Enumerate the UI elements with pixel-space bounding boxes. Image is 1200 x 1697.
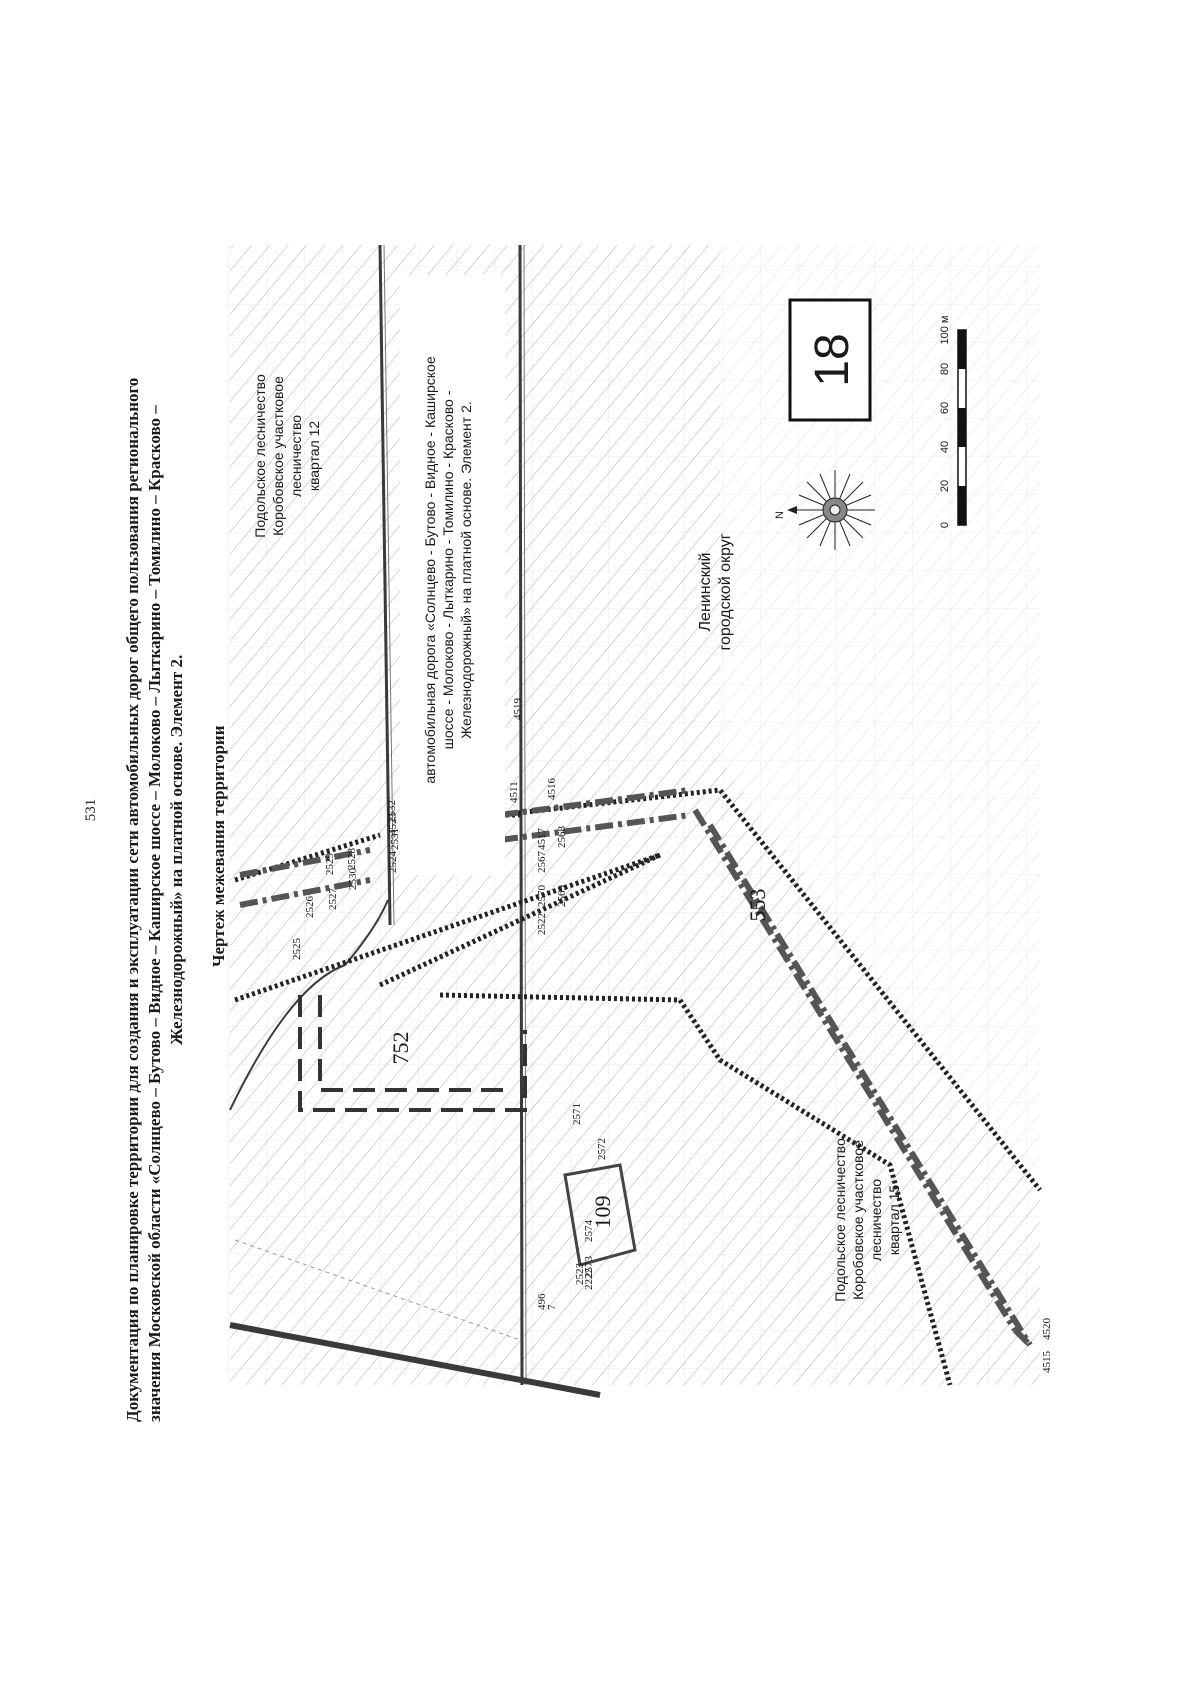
point-label: 2527: [327, 888, 339, 911]
point-label: 2526: [304, 896, 316, 919]
point-label: 2568: [556, 826, 568, 849]
point-label: 2567: [536, 851, 548, 874]
svg-text:Ленинский: Ленинский: [697, 553, 714, 632]
point-label: 4515: [1041, 1351, 1053, 1374]
sheet-number: 18: [806, 333, 859, 386]
map-area: [225, 245, 1040, 1385]
point-label: 2529: [324, 853, 336, 876]
title-line-3: Железнодорожный» на платной основе. Элем…: [167, 655, 186, 1045]
scale-tick-label: 0: [939, 522, 951, 528]
point-label: 4517: [536, 828, 548, 851]
label-district: Ленинский городской округ: [697, 533, 734, 650]
parcel-number-109: 109: [590, 1196, 615, 1229]
parcel-number-752: 752: [388, 1032, 413, 1065]
svg-text:лесничество: лесничество: [868, 1179, 884, 1261]
svg-text:Подольское лесничество: Подольское лесничество: [832, 1138, 848, 1302]
svg-text:квартал 12: квартал 12: [306, 421, 322, 492]
scale-bar: 0 20 40 60 80 100 м: [939, 316, 967, 528]
scale-tick-label: 80: [939, 363, 951, 375]
point-label: 2574: [583, 1220, 595, 1243]
point-label: 4523: [387, 813, 399, 836]
point-label: 2523: [574, 1263, 586, 1286]
point-label: 2569: [556, 885, 568, 908]
svg-text:Железнодорожный» на платной ос: Железнодорожный» на платной основе. Элем…: [458, 401, 474, 738]
point-label: 2524: [387, 851, 399, 874]
sheet-number-box: 18: [788, 298, 872, 422]
road-label-box: [400, 275, 505, 875]
north-label: N: [774, 511, 786, 519]
svg-text:Подольское лесничество: Подольское лесничество: [252, 374, 268, 538]
point-label: 2570: [536, 885, 548, 908]
point-label: 4516: [546, 778, 558, 801]
page-number: 531: [83, 799, 99, 822]
parcel-outlines: [239, 787, 1033, 1348]
scale-tick-label: 40: [939, 441, 951, 453]
svg-text:Коробовское участковое: Коробовское участковое: [850, 1140, 866, 1300]
point-label: 4511: [508, 781, 520, 803]
parcel-752-outline: [298, 995, 527, 1112]
point-label: 2573: [583, 1256, 595, 1279]
point-label: 2572: [596, 1138, 608, 1160]
svg-text:городской округ: городской округ: [717, 533, 734, 650]
svg-text:лесничество: лесничество: [288, 415, 304, 497]
point-label: 2222: [583, 1268, 595, 1290]
document-title: Документация по планировке территории дл…: [123, 378, 228, 1422]
point-label: 2530: [347, 868, 359, 891]
point-label: 2532: [386, 800, 398, 822]
point-label: 4519: [512, 698, 524, 721]
svg-text:Коробовское участковое: Коробовское участковое: [270, 376, 286, 536]
title-subtitle: Чертеж межевания территории: [209, 725, 228, 967]
label-forest-12: Подольское лесничество Коробовское участ…: [252, 374, 322, 538]
title-line-1: Документация по планировке территории дл…: [123, 378, 142, 1422]
label-forest-15: Подольское лесничество Коробовское участ…: [832, 1138, 902, 1302]
north-arrow-icon: N: [774, 470, 875, 550]
title-line-2: значения Московской области «Солнцево – …: [145, 405, 164, 1422]
point-label: 2525: [291, 938, 303, 961]
svg-text:автомобильная дорога «Солнцево: автомобильная дорога «Солнцево - Бутово …: [422, 356, 438, 783]
svg-text:шоссе - Молоково - Лыткарино -: шоссе - Молоково - Лыткарино - Томилино …: [440, 390, 456, 749]
point-label: 2522: [536, 913, 548, 935]
point-label: 7: [546, 1304, 558, 1310]
parcel-109-outline: [563, 1163, 637, 1267]
point-label: 4520: [1041, 1318, 1053, 1341]
svg-text:квартал 15: квартал 15: [886, 1185, 902, 1256]
point-label: 496: [536, 1293, 548, 1310]
scale-tick-label: 100 м: [939, 316, 951, 345]
scale-tick-label: 60: [939, 402, 951, 414]
label-road: автомобильная дорога «Солнцево - Бутово …: [422, 356, 474, 783]
point-label: 2571: [571, 1103, 583, 1125]
point-label: 2528: [346, 848, 358, 871]
scale-tick-label: 20: [939, 480, 951, 492]
point-label: 2531: [389, 828, 401, 850]
parcel-number-553: 553: [745, 889, 770, 922]
